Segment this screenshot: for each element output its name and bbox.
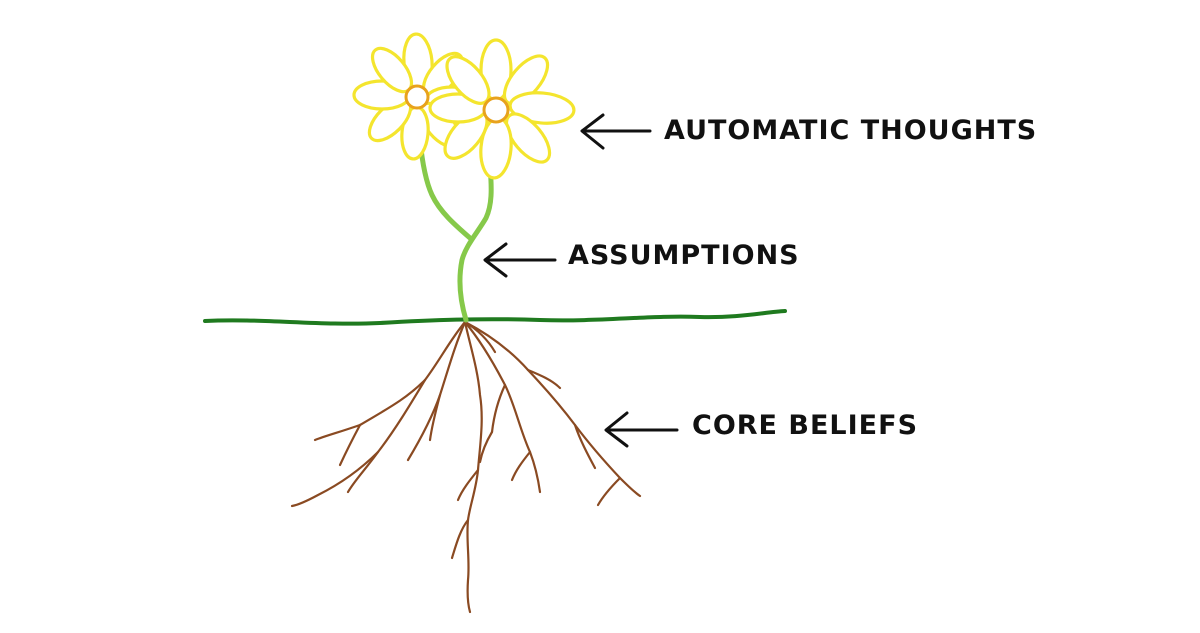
label-automatic-thoughts: AUTOMATIC THOUGHTS xyxy=(664,115,1038,146)
ground-line xyxy=(203,309,787,326)
arrow-core-beliefs xyxy=(604,411,679,448)
label-core-beliefs: CORE BELIEFS xyxy=(692,410,919,441)
roots xyxy=(290,320,642,614)
arrow-automatic-thoughts xyxy=(580,113,652,150)
flower-right xyxy=(428,38,576,180)
flower-right-center xyxy=(482,96,510,124)
arrows xyxy=(483,113,679,448)
flower-left-center xyxy=(404,84,430,110)
arrow-assumptions xyxy=(483,242,557,278)
label-assumptions: ASSUMPTIONS xyxy=(568,240,800,271)
